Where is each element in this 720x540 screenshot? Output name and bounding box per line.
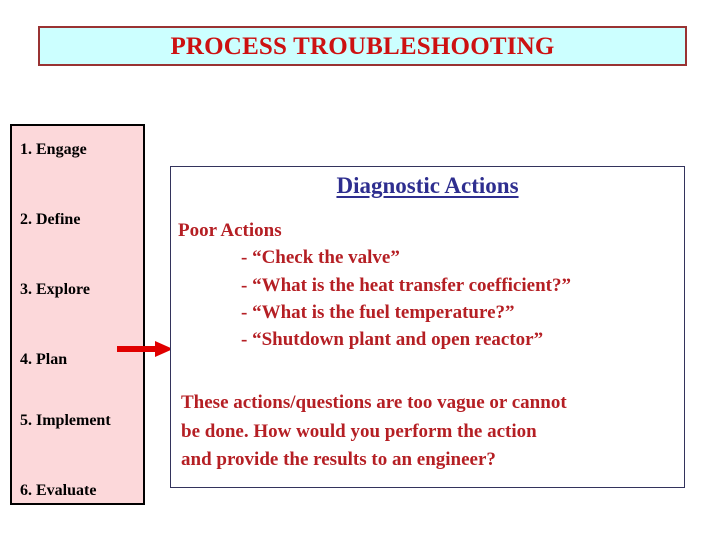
list-item: - “Shutdown plant and open reactor”	[241, 329, 544, 351]
list-item: - “Check the valve”	[241, 247, 400, 269]
summary-line: and provide the results to an engineer?	[181, 449, 496, 470]
step-item-engage[interactable]: 1. Engage	[20, 141, 87, 158]
summary-paragraph: These actions/questions are too vague or…	[181, 389, 673, 475]
process-steps-panel: 1. Engage 2. Define 3. Explore 4. Plan 5…	[10, 124, 145, 505]
list-item: - “What is the fuel temperature?”	[241, 302, 515, 324]
red-right-arrow-icon	[117, 341, 173, 357]
step-item-evaluate[interactable]: 6. Evaluate	[20, 482, 97, 499]
summary-line: These actions/questions are too vague or…	[181, 392, 567, 413]
step-item-implement[interactable]: 5. Implement	[20, 412, 111, 429]
step-item-explore[interactable]: 3. Explore	[20, 281, 90, 298]
summary-line: be done. How would you perform the actio…	[181, 420, 537, 442]
diagnostic-actions-heading: Diagnostic Actions	[336, 173, 519, 198]
list-item: - “What is the heat transfer coefficient…	[241, 274, 571, 296]
slide-title-banner: PROCESS TROUBLESHOOTING	[38, 26, 687, 66]
poor-actions-label: Poor Actions	[178, 220, 282, 241]
step-item-plan[interactable]: 4. Plan	[20, 351, 68, 368]
diagnostic-actions-panel: Diagnostic Actions Poor Actions - “Check…	[170, 166, 685, 488]
page-title: PROCESS TROUBLESHOOTING	[170, 32, 555, 60]
step-item-define[interactable]: 2. Define	[20, 211, 81, 228]
poor-actions-block: Poor Actions - “Check the valve” - “What…	[178, 217, 680, 354]
